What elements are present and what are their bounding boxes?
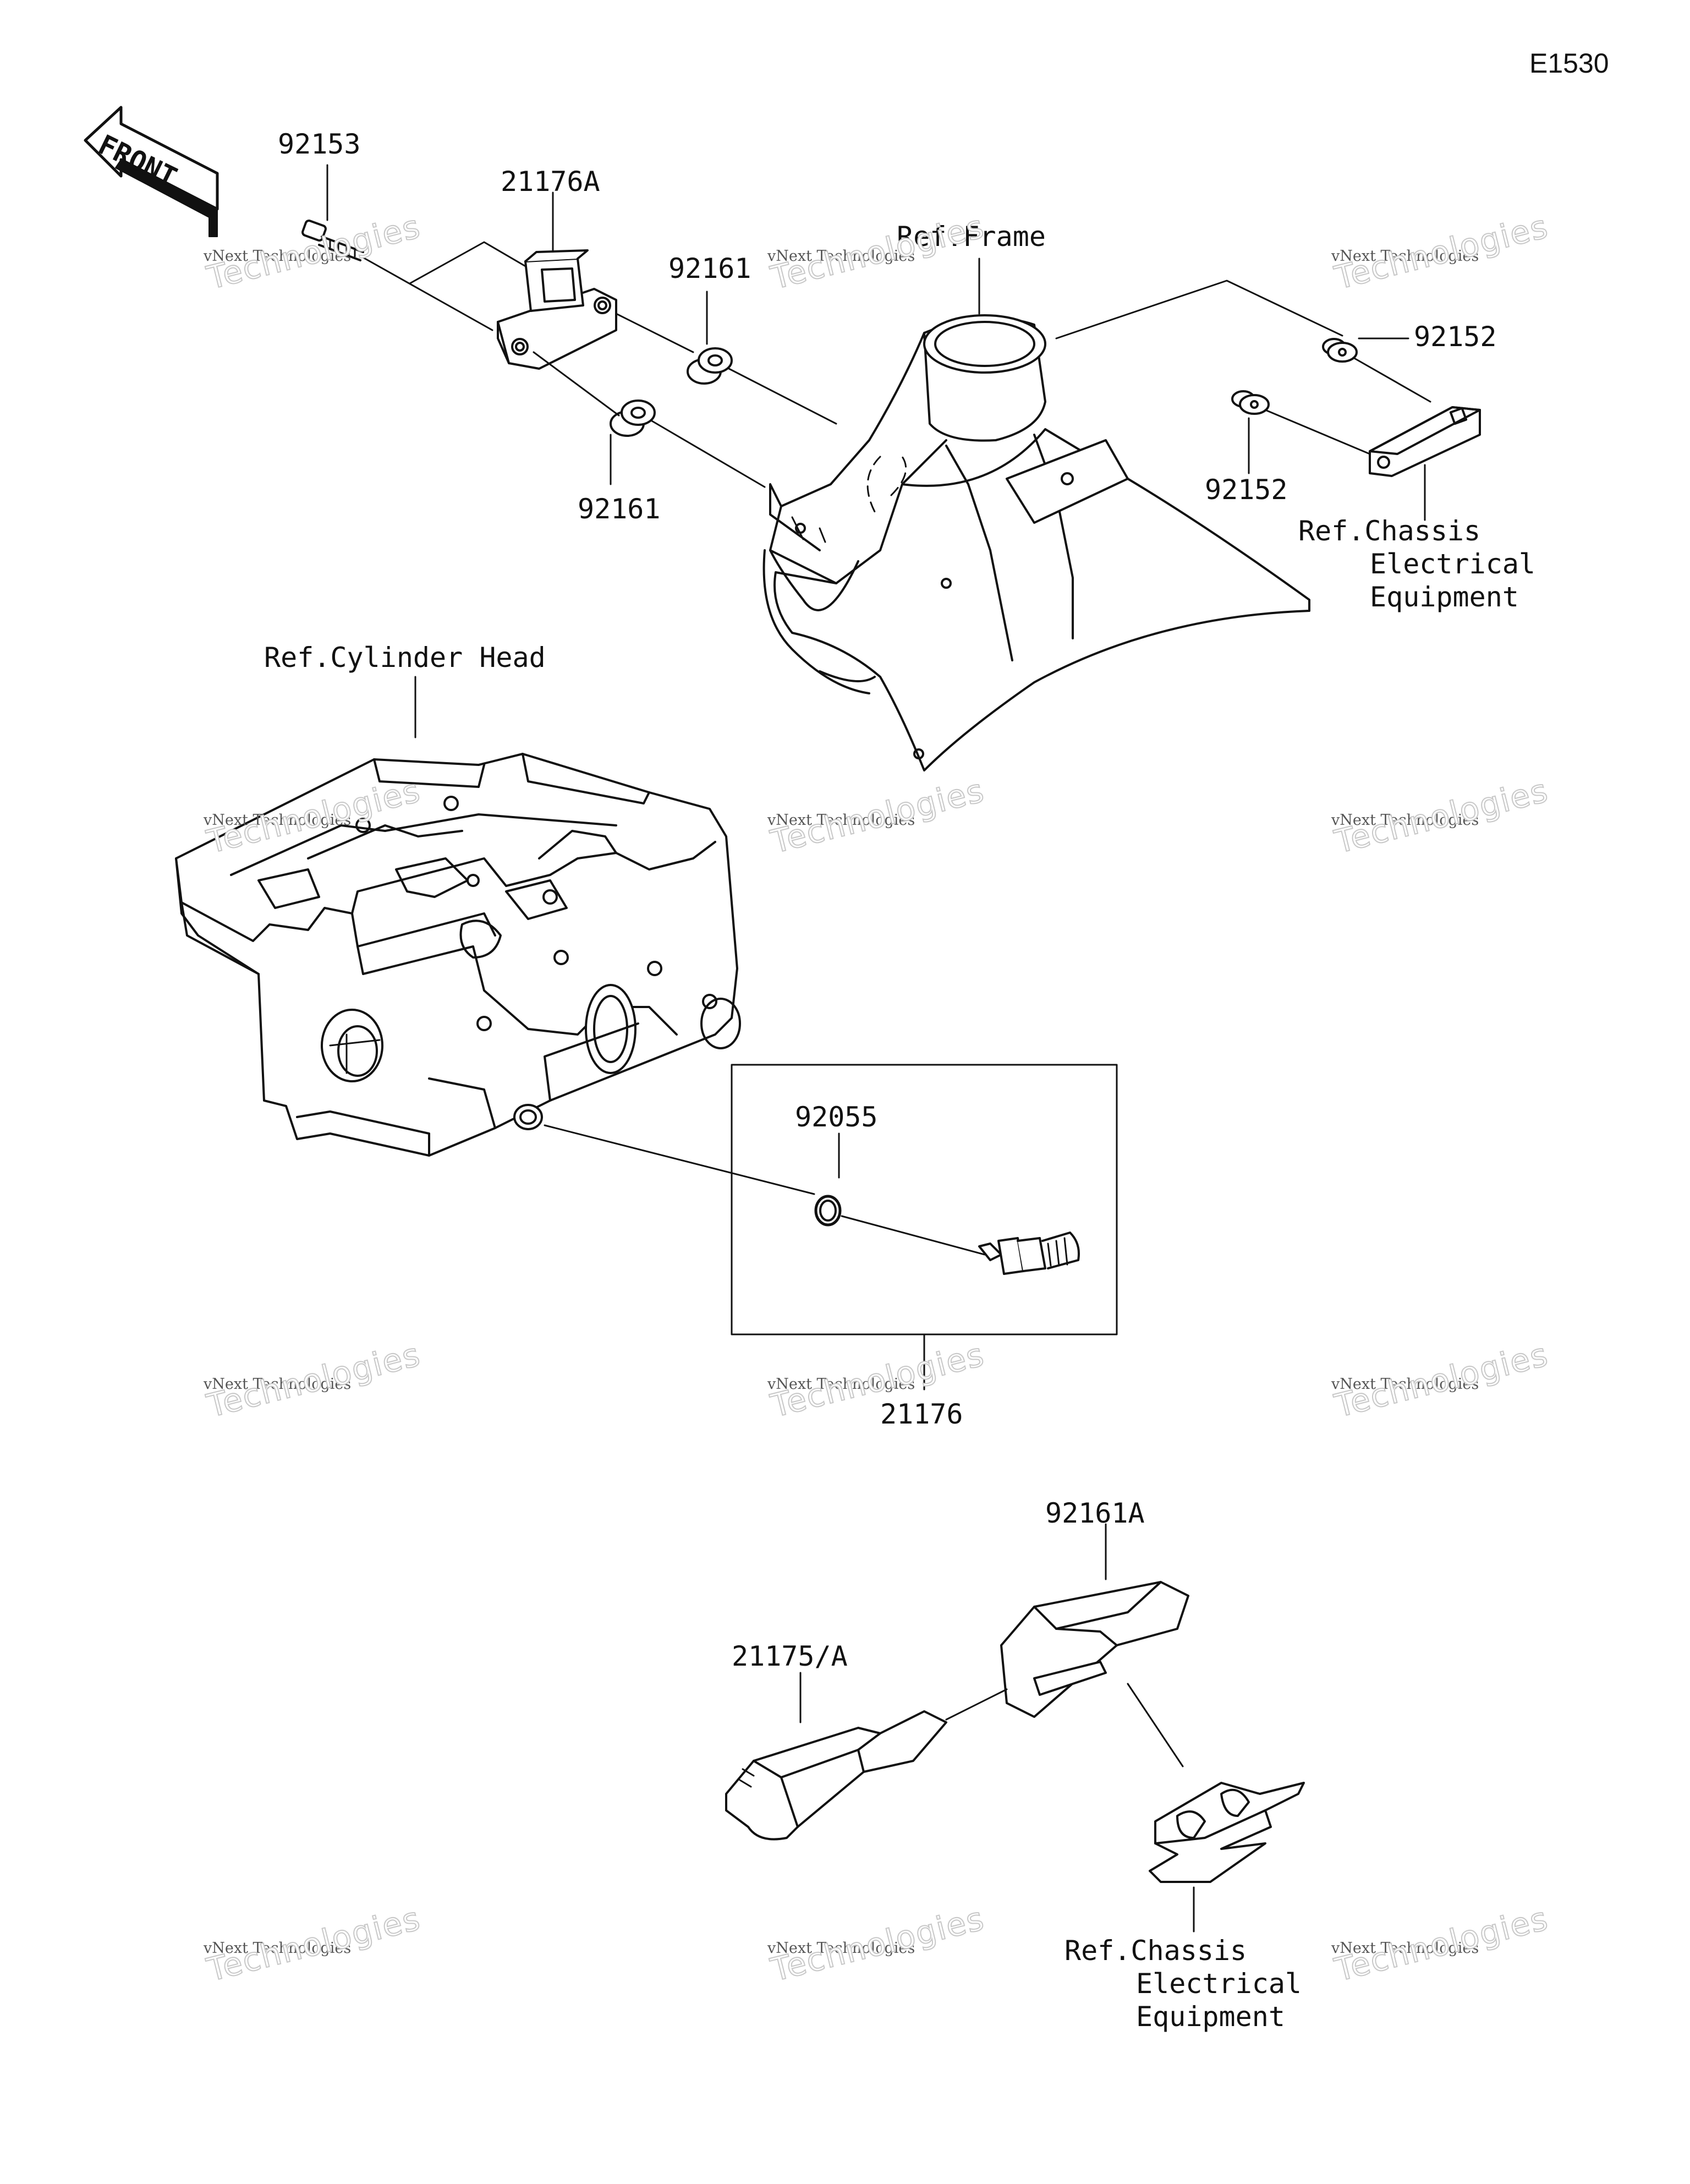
grommet-92161-lower bbox=[611, 401, 655, 484]
sensor-21176a bbox=[498, 193, 616, 369]
label-21176a: 21176A bbox=[501, 166, 600, 198]
label-ref-chassis-upper-1: Ref.Chassis bbox=[1298, 515, 1481, 547]
bolt-92153 bbox=[301, 165, 363, 260]
label-21176: 21176 bbox=[880, 1398, 963, 1430]
ecu-21175a bbox=[726, 1673, 946, 1840]
label-92152-upper: 92152 bbox=[1414, 321, 1497, 353]
cylinder-head bbox=[176, 677, 740, 1156]
label-ref-chassis-lower-2: Electrical bbox=[1136, 1968, 1302, 2000]
screw-92152-upper bbox=[1323, 338, 1408, 362]
label-92161a: 92161A bbox=[1045, 1497, 1145, 1529]
diagram-code: E1530 bbox=[1529, 48, 1609, 79]
oring-92055 bbox=[816, 1134, 840, 1225]
label-ref-chassis-lower-1: Ref.Chassis bbox=[1065, 1935, 1247, 1967]
cover-92161a bbox=[1001, 1524, 1188, 1717]
label-92055: 92055 bbox=[795, 1101, 878, 1133]
label-ref-chassis-lower-3: Equipment bbox=[1136, 2001, 1285, 2033]
frame-assembly bbox=[764, 259, 1309, 770]
label-ref-chassis-upper-3: Equipment bbox=[1370, 581, 1519, 613]
label-ref-chassis-upper-2: Electrical bbox=[1370, 548, 1536, 580]
label-92161-upper: 92161 bbox=[668, 253, 751, 284]
bracket-chassis-electrical bbox=[1370, 407, 1480, 520]
label-92152-lower: 92152 bbox=[1205, 474, 1288, 506]
label-ref-cylinder-head: Ref.Cylinder Head bbox=[264, 642, 546, 674]
temperature-sensor-21176 bbox=[979, 1233, 1079, 1274]
label-92153: 92153 bbox=[278, 128, 361, 160]
label-92161-lower: 92161 bbox=[578, 493, 661, 525]
label-21175a: 21175/A bbox=[732, 1640, 848, 1672]
front-arrow-icon: FRONT bbox=[85, 107, 217, 237]
label-ref-frame: Ref.Frame bbox=[897, 221, 1046, 253]
grommet-92161-upper bbox=[688, 292, 732, 384]
screw-92152-lower bbox=[1232, 391, 1269, 473]
bracket-chassis-lower bbox=[1150, 1783, 1304, 1931]
